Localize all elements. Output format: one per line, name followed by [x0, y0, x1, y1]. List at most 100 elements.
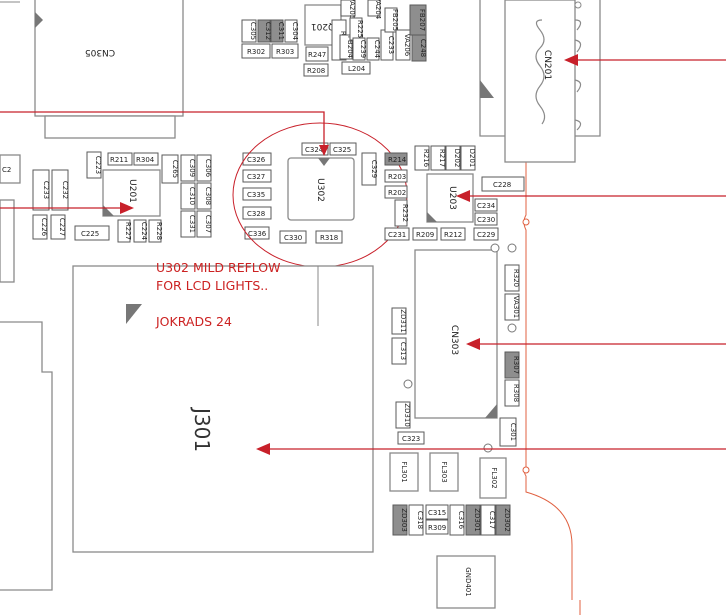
gnd401-label: GND401	[464, 567, 472, 596]
r232-pad	[394, 199, 408, 227]
j301-marker	[126, 304, 142, 324]
c335-pad	[242, 187, 272, 201]
zd302-label: ZD302	[503, 508, 511, 532]
c326-label: C326	[247, 156, 266, 164]
c336-label: C336	[248, 230, 267, 238]
u203-label: U203	[447, 186, 457, 210]
r247-pad	[305, 46, 329, 62]
r304-label: R304	[136, 156, 155, 164]
c239-label: C239	[359, 40, 367, 58]
c331-label: C331	[188, 215, 196, 233]
r202-pad	[384, 185, 408, 199]
c317-label: C317	[488, 511, 496, 529]
c223-pad	[86, 151, 102, 179]
gnd401-pad	[436, 555, 496, 609]
c226-label: C226	[40, 218, 48, 237]
r302-label: R302	[247, 48, 265, 56]
c231-pad	[384, 227, 410, 241]
va206-label: VA206	[403, 34, 411, 57]
c307-label: C307	[204, 215, 212, 233]
cn303-body	[414, 249, 498, 419]
c312-pad	[257, 19, 271, 43]
va206-pad	[395, 29, 411, 61]
cn303-marker	[485, 404, 497, 418]
c304-label: C304	[291, 22, 299, 41]
zd311-pad	[391, 307, 407, 335]
d201-label: D201	[468, 149, 476, 168]
r208-pad	[303, 63, 329, 77]
fl302-label: FL302	[490, 467, 498, 488]
c233-label: C233	[42, 181, 50, 199]
c232-chip	[0, 154, 21, 184]
c232-side-label: C2	[2, 166, 11, 174]
r208-label: R208	[307, 67, 325, 75]
va205-label: VA205	[348, 0, 356, 19]
va301-label: VA301	[512, 296, 520, 319]
c316-pad	[449, 504, 465, 536]
c307-pad	[196, 210, 212, 238]
j301-body	[72, 265, 374, 553]
r211-label: R211	[110, 156, 128, 164]
r303-pad	[271, 43, 299, 59]
r304-pad	[133, 152, 159, 166]
c306-label: C306	[204, 159, 212, 178]
c301-label: C301	[509, 423, 517, 441]
d201-pad	[460, 145, 476, 171]
r309-pad	[425, 519, 449, 535]
c231-label: C231	[388, 231, 406, 239]
r318-label: R318	[320, 234, 338, 242]
fb205-label: FB205	[391, 9, 399, 31]
cn305-marker	[35, 12, 43, 28]
c248-label: C248	[419, 39, 427, 57]
c233-top-label: C233	[387, 36, 395, 54]
left-block	[0, 199, 15, 283]
cn201-label: CN201	[542, 50, 552, 80]
r302-pad	[241, 43, 271, 59]
arrow-to-u201-head	[120, 202, 134, 214]
r217-pad	[430, 145, 446, 171]
c232-label: C232	[61, 181, 69, 199]
c312-label: C312	[264, 22, 272, 40]
fl301-body	[389, 452, 419, 492]
cn201-inner	[504, 0, 576, 163]
d202-pad	[445, 145, 461, 171]
r216-pad	[414, 145, 430, 171]
board-via-1	[522, 218, 530, 226]
c318-label: C318	[416, 511, 424, 529]
c328-pad	[242, 206, 272, 220]
r214-pad	[384, 152, 408, 166]
r320-label: R320	[512, 269, 520, 287]
zd302-pad	[495, 504, 511, 536]
fl303-label: FL303	[440, 461, 448, 482]
arrow-to-u203-head	[456, 190, 470, 202]
c234-label: C234	[477, 202, 496, 210]
r203-label: R203	[388, 173, 406, 181]
r307-label: R307	[512, 356, 520, 374]
board-via-2	[522, 466, 530, 474]
arrow-to-cn303-head	[466, 338, 480, 350]
c331-pad	[180, 210, 196, 238]
r228-pad	[148, 219, 162, 243]
r209-label: R209	[416, 231, 434, 239]
cn305-bottom	[44, 115, 176, 139]
cn201-via	[574, 1, 582, 9]
r211-pad	[107, 152, 133, 166]
c323-label: C323	[402, 435, 420, 443]
c336-pad	[244, 226, 270, 240]
arrow-to-u302	[0, 111, 325, 148]
cn303-via-3	[507, 323, 517, 333]
cn303-via-4	[403, 379, 413, 389]
r225-label: R225	[356, 20, 364, 38]
reflow-note-line-2: FOR LCD LIGHTS..	[156, 278, 268, 293]
va204-label: VA204	[374, 0, 382, 20]
va205-pad	[340, 0, 356, 17]
c329-label: C329	[370, 160, 378, 178]
c325-pad	[329, 142, 357, 156]
c330-pad	[279, 230, 307, 244]
c230-label: C230	[477, 216, 495, 224]
c244-label: C244	[373, 40, 381, 59]
r212-label: R212	[444, 231, 462, 239]
c311-label: C311	[277, 22, 285, 40]
c304-pad	[284, 19, 298, 43]
c309-label: C309	[188, 159, 196, 177]
